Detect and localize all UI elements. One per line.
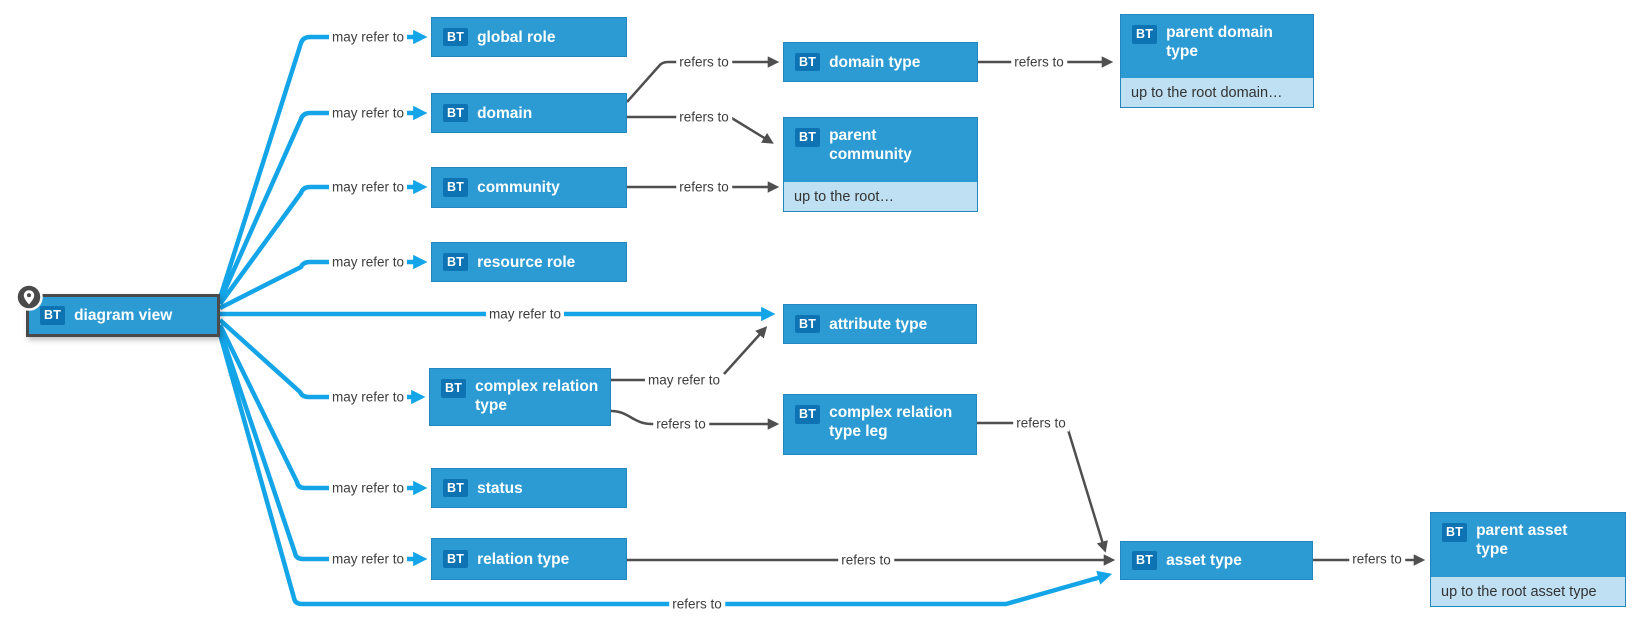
node-diagram-view[interactable]: BT diagram view [15, 283, 220, 337]
asset-type-badge: BT [441, 379, 467, 398]
asset-type-badge: BT [1132, 551, 1158, 570]
asset-type-badge: BT [1442, 523, 1468, 542]
node-label: parent community [829, 127, 912, 163]
edge-label: refers to [653, 415, 709, 433]
edge-label: may refer to [328, 479, 408, 497]
node-label: diagram view [74, 307, 173, 324]
edge-label: refers to [669, 595, 725, 613]
node-community[interactable]: BT community [431, 167, 627, 208]
node-note: up to the root asset type [1431, 577, 1625, 606]
asset-type-badge: BT [795, 52, 821, 72]
node-label: attribute type [829, 315, 928, 333]
node-label: complex relation type leg [829, 404, 953, 440]
location-pin-icon [13, 281, 45, 313]
asset-type-badge: BT [443, 478, 469, 498]
node-asset-type[interactable]: BT asset type [1120, 541, 1313, 580]
node-note: up to the root… [784, 182, 977, 211]
asset-type-badge: BT [443, 27, 469, 47]
asset-type-badge: BT [795, 314, 821, 334]
node-parent-asset-type[interactable]: BT parent asset type up to the root asset… [1430, 512, 1626, 607]
node-label: community [477, 179, 560, 196]
edge-label: may refer to [644, 371, 724, 389]
node-label: asset type [1166, 552, 1242, 569]
node-complex-relation-type[interactable]: BT complex relation type [429, 368, 611, 426]
edge-label: refers to [1011, 53, 1067, 71]
asset-type-badge: BT [443, 549, 469, 569]
edge-label: may refer to [328, 104, 408, 122]
edge-label: refers to [676, 53, 732, 71]
node-parent-domain-type[interactable]: BT parent domain type up to the root doma… [1120, 14, 1314, 108]
gray-edges [610, 56, 1426, 566]
asset-type-badge: BT [1132, 25, 1158, 44]
node-label: resource role [477, 253, 576, 271]
node-label: parent domain type [1166, 24, 1273, 60]
asset-type-badge: BT [443, 103, 469, 123]
asset-type-badge: BT [443, 178, 469, 197]
node-domain[interactable]: BT domain [431, 93, 627, 133]
edge-label: may refer to [328, 178, 408, 196]
node-label: domain type [829, 53, 921, 71]
edge-label: refers to [1349, 550, 1405, 568]
edge-label: may refer to [328, 253, 408, 271]
edge-label: may refer to [328, 388, 408, 406]
edge-label: refers to [838, 551, 894, 569]
asset-type-badge: BT [795, 405, 821, 424]
node-global-role[interactable]: BT global role [431, 17, 627, 57]
node-resource-role[interactable]: BT resource role [431, 242, 627, 282]
node-parent-community[interactable]: BT parent community up to the root… [783, 117, 978, 212]
node-attribute-type[interactable]: BT attribute type [783, 304, 977, 344]
node-label: complex relation type [475, 378, 599, 414]
edge-label: may refer to [328, 28, 408, 46]
node-label: global role [477, 28, 556, 46]
node-status[interactable]: BT status [431, 468, 627, 508]
node-label: relation type [477, 550, 570, 568]
node-relation-type[interactable]: BT relation type [431, 538, 627, 580]
edge-label: refers to [676, 178, 732, 196]
node-label: parent asset type [1476, 522, 1568, 558]
node-label: domain [477, 104, 533, 122]
edge-label: may refer to [328, 550, 408, 568]
asset-type-badge: BT [40, 306, 66, 325]
node-label: status [477, 479, 523, 497]
node-domain-type[interactable]: BT domain type [783, 42, 978, 82]
edge-label: may refer to [485, 305, 565, 323]
edge-label: refers to [1013, 414, 1069, 432]
node-complex-relation-type-leg[interactable]: BT complex relation type leg [783, 394, 977, 455]
asset-type-badge: BT [443, 252, 469, 272]
edge-label: refers to [676, 108, 732, 126]
node-note: up to the root domain… [1121, 78, 1313, 107]
asset-type-badge: BT [795, 128, 821, 147]
